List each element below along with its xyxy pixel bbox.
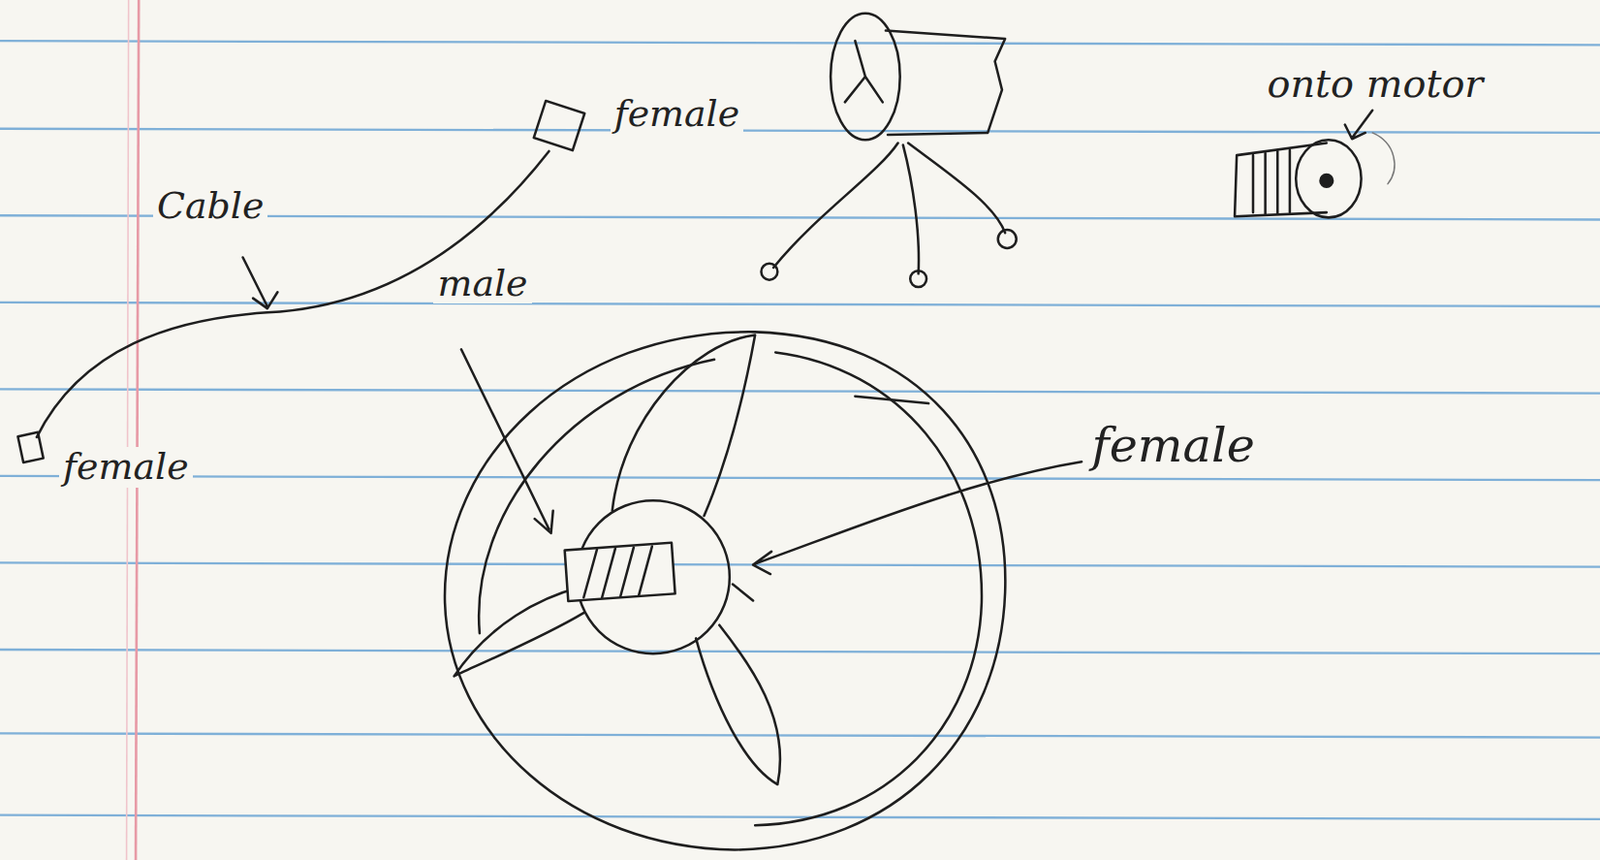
shaft-hatching	[1253, 150, 1290, 215]
ruled-line	[0, 815, 1600, 819]
handwritten-label: female	[610, 94, 745, 135]
male-connector	[564, 542, 676, 601]
handwritten-label: female	[59, 446, 193, 488]
leader-arrow	[1345, 110, 1373, 139]
margin-line	[126, 0, 129, 860]
cable-connector	[533, 100, 585, 151]
leader-arrow	[752, 461, 1082, 574]
fan-blade	[695, 625, 781, 785]
ruled-line	[0, 649, 1600, 654]
shaft-hole	[1319, 174, 1333, 188]
margin-line	[135, 0, 139, 860]
sketch-stroke	[854, 396, 929, 404]
leader-arrow	[243, 256, 279, 309]
stand-leg	[903, 145, 919, 275]
cable-connector	[17, 432, 43, 463]
cable	[36, 151, 550, 438]
ruled-lines	[0, 40, 1600, 819]
handwritten-label: onto motor	[1263, 62, 1488, 106]
motor-body	[885, 31, 1005, 135]
ruled-line	[0, 388, 1600, 393]
ruled-line	[0, 128, 1600, 133]
fan-inner-rim	[478, 359, 715, 633]
stand-leg	[773, 142, 898, 268]
sketch-stroke	[732, 584, 753, 601]
shaft-body	[1234, 142, 1327, 217]
motor-fan-blades	[845, 40, 883, 102]
ruled-line	[0, 732, 1600, 737]
connector-hatching	[583, 546, 653, 598]
motor-fan-face	[830, 13, 901, 141]
stand-foot	[998, 229, 1017, 249]
shaft-end	[1295, 139, 1361, 218]
handwritten-label: female	[1087, 418, 1258, 471]
fan-blade	[612, 335, 755, 516]
fan-inner-rim	[754, 351, 982, 825]
handwritten-label: male	[433, 263, 532, 305]
ruled-line	[0, 302, 1600, 307]
stand-foot	[760, 263, 778, 281]
ruled-line	[0, 475, 1600, 480]
stand-foot	[909, 270, 927, 287]
sketch-stroke	[1372, 132, 1395, 185]
fan-rim	[444, 331, 1005, 849]
ruled-line	[0, 40, 1600, 45]
stand-leg	[908, 142, 1005, 233]
fan-blade	[454, 587, 585, 677]
handwritten-label: Cable	[153, 186, 268, 227]
leader-arrow	[461, 348, 554, 534]
ruled-line	[0, 562, 1600, 566]
